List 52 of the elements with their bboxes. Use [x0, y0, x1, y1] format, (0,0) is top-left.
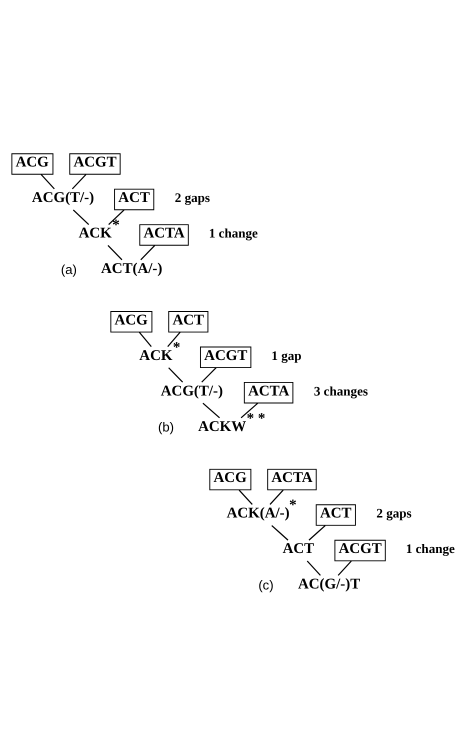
node-box: ACT [114, 188, 154, 210]
label: (c) [258, 577, 274, 592]
node-text: ACG(T/-) [160, 383, 223, 400]
connector [167, 332, 181, 348]
label: (a) [60, 262, 77, 277]
node-box: ACGT [334, 540, 386, 562]
connector [138, 332, 152, 348]
connector [338, 560, 352, 576]
connector [308, 525, 326, 541]
label: 2 gaps [376, 506, 412, 521]
connector [140, 245, 156, 260]
connector [238, 490, 253, 505]
connector [40, 174, 55, 190]
node-text: ACK [139, 348, 172, 364]
node-box: ACG [11, 153, 54, 175]
connector [240, 402, 258, 418]
node-label: * * [246, 410, 266, 427]
node-text: ACT(A/-) [101, 261, 162, 278]
connector [306, 560, 321, 576]
node-box: ACTA [139, 224, 189, 246]
connector [108, 245, 122, 260]
node-box: ACT [168, 311, 208, 333]
connector [202, 402, 220, 418]
node-text: ACK [78, 226, 112, 242]
node-box: ACG [110, 311, 152, 333]
node-label: * [112, 218, 120, 234]
node-text: AC(G/-)T [298, 576, 360, 593]
node-box: ACG [209, 468, 252, 490]
node-label: * [289, 498, 297, 514]
label: 2 gaps [174, 190, 210, 205]
label: 1 change [406, 541, 455, 556]
node-text: ACT [282, 541, 314, 558]
node-box: ACGT [200, 346, 252, 368]
connector [72, 210, 90, 226]
connector [168, 367, 184, 383]
label: 1 gap [271, 348, 302, 363]
node-box: ACTA [244, 382, 294, 404]
connector [270, 490, 284, 505]
node-text: ACKW [198, 418, 246, 435]
connector [108, 210, 125, 226]
label: 3 changes [314, 383, 368, 398]
node-label: * [172, 340, 180, 356]
node-text: ACK(A/-) [226, 506, 290, 522]
connector [271, 525, 288, 541]
node-box: ACTA [267, 468, 317, 490]
connector [72, 174, 86, 190]
connector [201, 367, 217, 383]
node-text: ACG(T/-) [32, 190, 94, 206]
label: (b) [158, 420, 174, 435]
node-box: ACGT [69, 153, 121, 175]
label: 1 change [208, 225, 258, 240]
node-box: ACT [316, 504, 356, 526]
